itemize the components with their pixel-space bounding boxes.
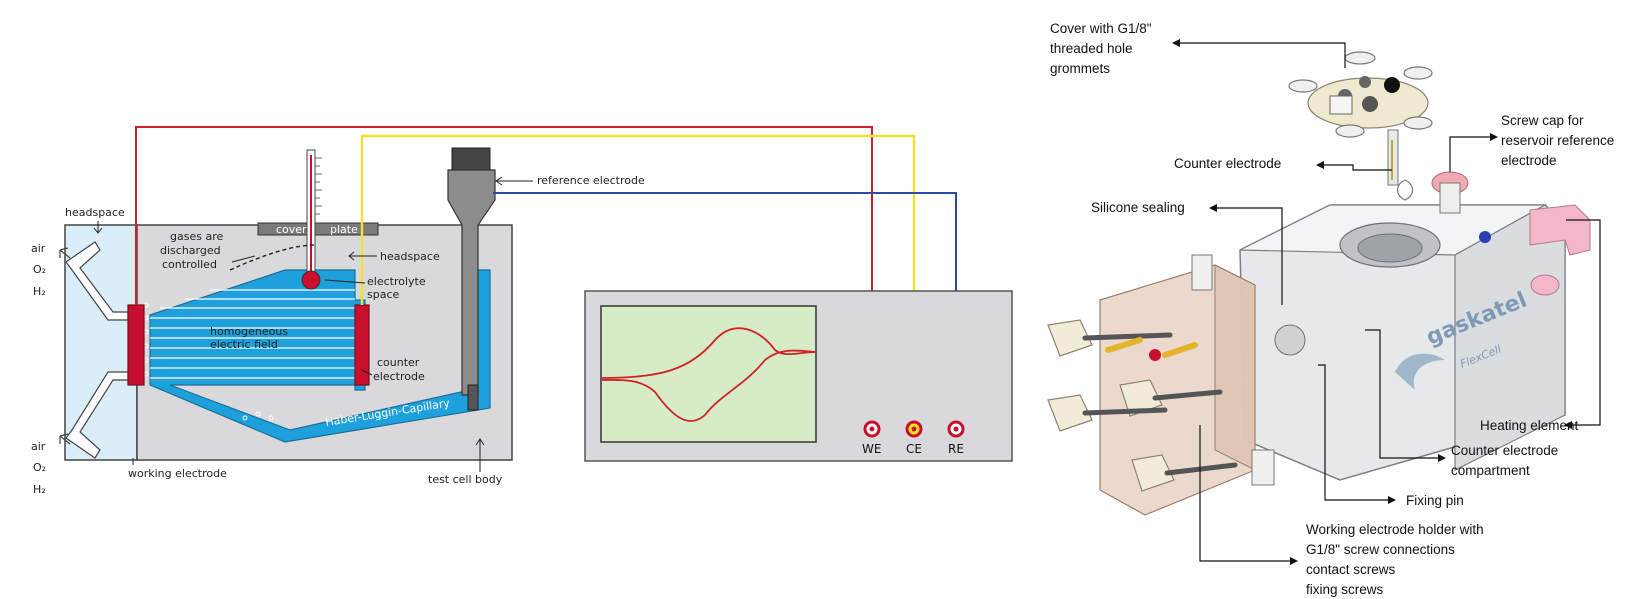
screw-cap-callout-1: Screw cap for — [1501, 113, 1584, 128]
gas-bottom-air: air — [31, 440, 46, 453]
cover-screws — [1288, 51, 1433, 138]
counter-label-2: electrode — [373, 370, 425, 383]
cover-plate — [257, 222, 379, 236]
we-holder-callout-2: G1/8" screw connections — [1306, 542, 1455, 557]
potentiostat-screen — [600, 305, 817, 443]
cover-callout-2: threaded hole — [1050, 41, 1133, 56]
bottom-fitting — [1251, 449, 1275, 486]
counter-label-1: counter — [377, 356, 420, 369]
gas-top-air: air — [31, 242, 46, 255]
ce-port-label: CE — [906, 442, 922, 456]
working-electrode-label: working electrode — [128, 467, 227, 480]
we-holder-callout-4: fixing screws — [1306, 582, 1384, 597]
gases-label-1: gases are — [170, 230, 223, 243]
re-port-label: RE — [948, 442, 964, 456]
contact-pin-yellow — [1105, 337, 1143, 353]
we-port-label: WE — [862, 442, 881, 456]
headspace-left-label: headspace — [65, 206, 125, 219]
we-wire — [135, 126, 873, 428]
field-label-1: homogeneous — [210, 325, 288, 338]
screw-cap-callout-3: electrode — [1501, 153, 1557, 168]
electrolyte-label-1: electrolyte — [367, 275, 426, 288]
silicone-callout: Silicone sealing — [1091, 200, 1185, 215]
ce-wire — [360, 134, 916, 428]
cover-label: cover — [276, 223, 307, 236]
arrow-up-icon — [59, 433, 71, 445]
gases-label-3: controlled — [162, 258, 217, 271]
heating-callout: Heating element — [1480, 418, 1579, 433]
counter-electrode-callout: Counter electrode — [1174, 156, 1281, 171]
we-holder-callout-3: contact screws — [1306, 562, 1396, 577]
blue-indicator — [1479, 231, 1491, 243]
field-label-2: electric field — [210, 338, 278, 351]
gas-top-h2: H₂ — [33, 285, 46, 298]
cyclic-voltammogram — [601, 327, 816, 422]
electrolyte-space — [149, 269, 491, 443]
reference-label: reference electrode — [537, 174, 645, 187]
cover-callout-3: grommets — [1050, 61, 1110, 76]
thermometer-bulb — [301, 270, 321, 290]
working-electrode — [127, 304, 145, 386]
test-cell-schematic: cover plate headspace gases are discharg… — [31, 126, 957, 496]
gas-channel-top — [65, 241, 129, 321]
heating-element — [1529, 204, 1591, 256]
compartment-callout-1: Counter electrode — [1451, 443, 1558, 458]
electrolyte-label-2: space — [367, 288, 400, 301]
thumb-screws — [1047, 319, 1175, 492]
arrow-up-icon — [59, 247, 71, 259]
top-fitting — [1191, 254, 1213, 291]
gas-channel-bottom — [65, 371, 129, 459]
brand-swoosh — [1395, 353, 1445, 390]
fixing-pin-callout: Fixing pin — [1406, 493, 1464, 508]
potentiostat: WE CE RE — [584, 290, 1013, 462]
we-holder-callout-1: Working electrode holder with — [1306, 522, 1484, 537]
screw-threads — [1082, 332, 1238, 476]
screw-cap-callout-2: reservoir reference — [1501, 133, 1614, 148]
compartment-callout-2: compartment — [1451, 463, 1530, 478]
gases-label-2: discharged — [160, 244, 221, 257]
test-cell-label: test cell body — [428, 473, 503, 486]
gas-top-o2: O₂ — [33, 263, 46, 276]
callout-arrowheads — [1172, 39, 1572, 565]
arrow-down-icon — [93, 221, 103, 234]
flexcell-rendering: gaskatel FlexCell — [1047, 21, 1614, 597]
plate-label: plate — [330, 223, 358, 236]
headspace-right-label: headspace — [380, 250, 440, 263]
callout-lines — [1178, 42, 1601, 562]
field-lines — [150, 289, 355, 379]
cover-callout-1: Cover with G1/8" — [1050, 21, 1152, 36]
contact-pin-red — [1149, 349, 1161, 361]
holder-center-hole — [1274, 324, 1306, 356]
gas-bottom-h2: H₂ — [33, 483, 46, 496]
gas-discharge-line — [229, 244, 316, 271]
gas-bottom-o2: O₂ — [33, 461, 46, 474]
